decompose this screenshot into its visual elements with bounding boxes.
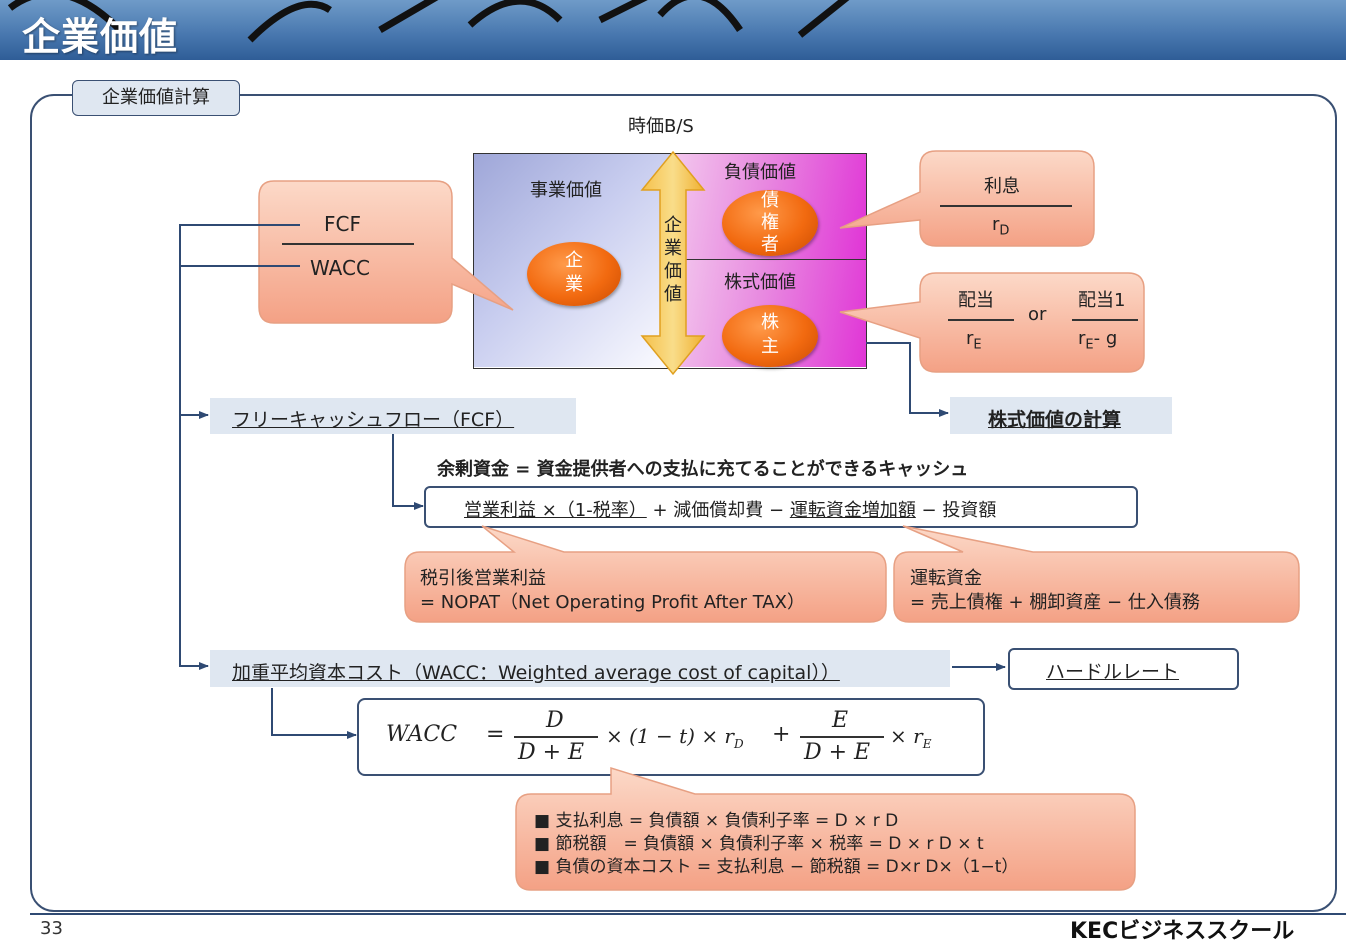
ev-char-2: 業 [664, 238, 682, 259]
dividend-or: or [1028, 304, 1047, 325]
interest-callout [839, 150, 1095, 247]
interest-denominator: rD [992, 214, 1009, 239]
fcf-wacc-callout [258, 180, 514, 324]
company-char-2: 業 [565, 274, 583, 295]
wacc-sub-e: E [922, 737, 932, 751]
dividend-r-2: r [1078, 328, 1086, 349]
nopat-line-2: = NOPAT（Net Operating Profit After TAX） [420, 592, 805, 613]
fcf-formula-operating-profit: 営業利益 ×（1-税率） [464, 500, 647, 521]
wacc-formula-lhs: WACC [386, 722, 458, 747]
wacc-mid: × (1 − t) × rD [606, 724, 744, 751]
business-value-label: 事業価値 [530, 180, 602, 201]
dividend-callout [839, 272, 1145, 373]
company-char-1: 企 [565, 250, 583, 271]
content-frame [30, 94, 1337, 912]
debt-value-label: 負債価値 [724, 162, 796, 183]
creditor-oval: 債 権 者 [722, 190, 818, 256]
working-capital-line-2: = 売上債権 + 棚卸資産 − 仕入債務 [910, 592, 1200, 613]
dividend-minus-g: - g [1093, 328, 1118, 349]
working-capital-callout [893, 525, 1300, 623]
wacc-frac-line-1 [514, 736, 598, 738]
dividend-fraction-line-1 [948, 319, 1014, 321]
ev-char-4: 値 [664, 284, 682, 305]
fcf-formula-box [424, 486, 1138, 528]
ev-char-1: 企 [664, 215, 682, 236]
footer-line [30, 913, 1346, 915]
wacc-mid-text: × (1 − t) × r [606, 724, 734, 748]
interest-numerator: 利息 [984, 176, 1020, 197]
page-title: 企業価値 [22, 15, 179, 59]
dividend-sub-2: E [1085, 337, 1094, 353]
creditor-char-3: 者 [761, 234, 779, 255]
dividend-numerator-1: 配当 [958, 290, 994, 311]
enterprise-value-double-arrow-icon [640, 150, 706, 376]
shareholder-oval: 株 主 [722, 305, 818, 367]
dividend-denominator-2: rE- g [1078, 328, 1117, 353]
creditor-char-1: 債 [761, 190, 779, 211]
interest-fraction-line [940, 205, 1072, 207]
note-line-2: ■ 節税額 = 負債額 × 負債利子率 × 税率 = D × r D × t [534, 834, 984, 854]
fcf-label-box [210, 398, 576, 434]
footer-brand: KECビジネススクール [1070, 919, 1295, 944]
note-line-1: ■ 支払利息 = 負債額 × 負債利子率 = D × r D [534, 811, 899, 831]
wacc-den2: D + E [804, 740, 871, 765]
header-decoration [7, 0, 850, 43]
wacc-label-box [210, 650, 950, 687]
wacc-den1: D + E [518, 740, 585, 765]
dividend-r-1: r [966, 328, 974, 349]
wacc-formula-equals: = [486, 722, 505, 747]
bs-caption: 時価B/S [628, 116, 694, 137]
wacc-frac-line-2 [800, 736, 884, 738]
interest-sub: D [999, 223, 1010, 239]
shareholder-char-2: 主 [761, 336, 779, 357]
interest-r: r [992, 214, 1000, 235]
hurdle-rate-box [1008, 648, 1239, 690]
wacc-formula-box [357, 698, 985, 776]
nopat-line-1: 税引後営業利益 [420, 568, 546, 589]
nopat-callout [404, 525, 887, 623]
note-line-3: ■ 負債の資本コスト = 支払利息 − 節税額 = D×r D×（1−t） [534, 857, 1019, 877]
fcf-formula-depreciation: + 減価償却費 − [646, 500, 790, 521]
fcf-label: フリーキャッシュフロー（FCF） [232, 409, 515, 431]
equity-calc-label: 株式価値の計算 [988, 409, 1122, 431]
shareholder-char-1: 株 [761, 312, 779, 333]
frame-tab-label: 企業価値計算 [72, 80, 240, 116]
working-capital-line-1: 運転資金 [910, 568, 982, 589]
surplus-cash-text: 余剰資金 = 資金提供者への支払に充てることができるキャッシュ [437, 459, 969, 480]
dividend-fraction-line-2 [1072, 319, 1138, 321]
wacc-num1: D [546, 708, 564, 733]
fcf-formula-working-capital: 運転資金増加額 [789, 500, 916, 521]
dividend-numerator-2: 配当1 [1078, 290, 1126, 311]
wacc-sub-d: D [734, 737, 744, 751]
wacc-end: × rE [890, 724, 931, 751]
company-oval: 企 業 [527, 242, 621, 306]
fcf-numerator: FCF [324, 212, 361, 236]
wacc-denominator: WACC [310, 256, 370, 280]
wacc-num2: E [832, 708, 849, 733]
ev-char-3: 価 [664, 261, 682, 282]
cost-notes-callout [515, 766, 1136, 891]
equity-calc-box [950, 397, 1172, 434]
equity-value-label: 株式価値 [724, 272, 796, 293]
fcf-formula-investment: − 投資額 [915, 500, 997, 521]
dividend-sub-1: E [973, 337, 982, 353]
dividend-denominator-1: rE [966, 328, 982, 353]
wacc-end-text: × r [890, 724, 923, 748]
fcf-fraction-line [282, 243, 414, 245]
enterprise-value-vertical: 企 業 価 値 [664, 214, 682, 306]
wacc-plus: + [772, 722, 791, 747]
page-number: 33 [40, 918, 63, 939]
header-bar [0, 0, 1346, 60]
wacc-label: 加重平均資本コスト（WACC：Weighted average cost of … [232, 662, 840, 684]
fcf-formula: 営業利益 ×（1-税率） + 減価償却費 − 運転資金増加額 − 投資額 [464, 496, 996, 522]
hurdle-rate-label: ハードルレート [1046, 661, 1180, 683]
creditor-char-2: 権 [761, 212, 779, 233]
